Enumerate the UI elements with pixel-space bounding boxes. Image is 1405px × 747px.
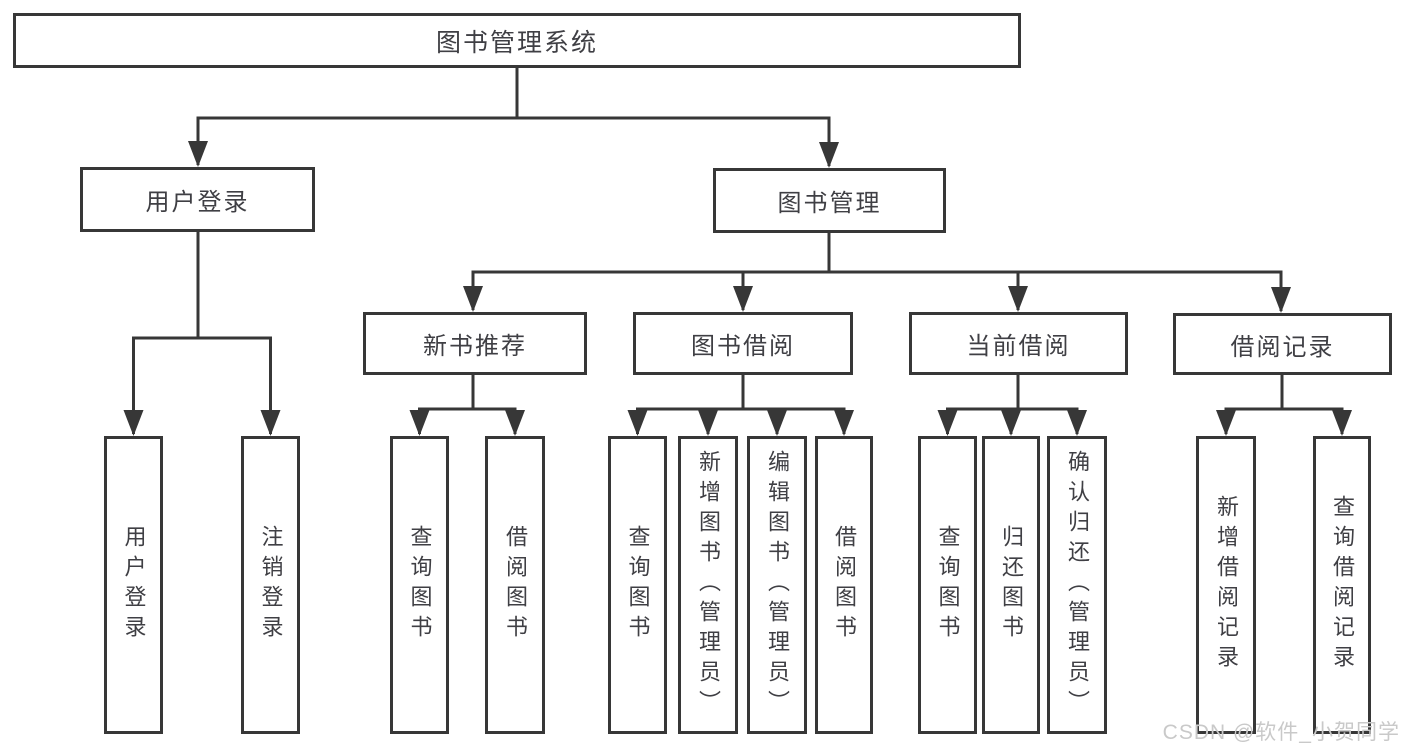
arrowhead bbox=[260, 410, 281, 436]
leaf-query-books-recommend: 查询图书 bbox=[390, 436, 449, 734]
arrowhead bbox=[188, 141, 208, 167]
arrowhead bbox=[1067, 410, 1087, 436]
arrowhead bbox=[627, 410, 648, 436]
leaf-logout: 注销登录 bbox=[241, 436, 300, 734]
arrowhead bbox=[1216, 410, 1236, 436]
arrowhead bbox=[463, 286, 483, 312]
leaf-add-book-admin: 新增图书（管理员） bbox=[678, 436, 738, 734]
leaf-user-login: 用户登录 bbox=[104, 436, 163, 734]
leaf-confirm-return-admin: 确认归还（管理员） bbox=[1047, 436, 1107, 734]
arrowhead bbox=[505, 410, 525, 436]
node-library-system: 图书管理系统 bbox=[13, 13, 1021, 68]
arrowhead bbox=[409, 410, 430, 436]
edge-root-branch bbox=[196, 116, 831, 166]
leaf-query-books-borrowing: 查询图书 bbox=[608, 436, 667, 734]
node-borrowing-records: 借阅记录 bbox=[1173, 313, 1392, 375]
arrowhead bbox=[834, 410, 854, 436]
leaf-add-borrow-record: 新增借阅记录 bbox=[1196, 436, 1256, 734]
edge-newbook-branch bbox=[418, 407, 517, 434]
edge-records-branch bbox=[1224, 407, 1344, 434]
arrowhead bbox=[1271, 287, 1291, 313]
leaf-query-borrow-record: 查询借阅记录 bbox=[1313, 436, 1371, 734]
arrowhead bbox=[819, 142, 839, 168]
leaf-edit-book-admin: 编辑图书（管理员） bbox=[747, 436, 807, 734]
leaf-borrow-books-borrowing: 借阅图书 bbox=[815, 436, 873, 734]
edge-borrowing-branch bbox=[636, 407, 846, 434]
edge-userlogin-branch bbox=[132, 336, 272, 434]
leaf-return-books: 归还图书 bbox=[982, 436, 1040, 734]
leaf-borrow-books-recommend: 借阅图书 bbox=[485, 436, 545, 734]
node-book-borrowing: 图书借阅 bbox=[633, 312, 853, 375]
arrowhead bbox=[767, 410, 787, 436]
arrowhead bbox=[1008, 286, 1028, 312]
arrowhead bbox=[698, 410, 718, 436]
node-new-book-recommend: 新书推荐 bbox=[363, 312, 587, 375]
arrowhead bbox=[733, 286, 753, 312]
node-book-management: 图书管理 bbox=[713, 168, 946, 233]
node-current-borrowing: 当前借阅 bbox=[909, 312, 1128, 375]
arrowhead bbox=[1332, 410, 1352, 436]
arrowhead bbox=[1001, 410, 1021, 436]
leaf-query-books-current: 查询图书 bbox=[918, 436, 977, 734]
node-user-login: 用户登录 bbox=[80, 167, 315, 232]
watermark: CSDN @软件_小贺同学 bbox=[1162, 721, 1400, 744]
edge-bookmgmt-branch bbox=[471, 270, 1283, 311]
arrowhead bbox=[123, 410, 144, 436]
arrowhead bbox=[937, 410, 958, 436]
